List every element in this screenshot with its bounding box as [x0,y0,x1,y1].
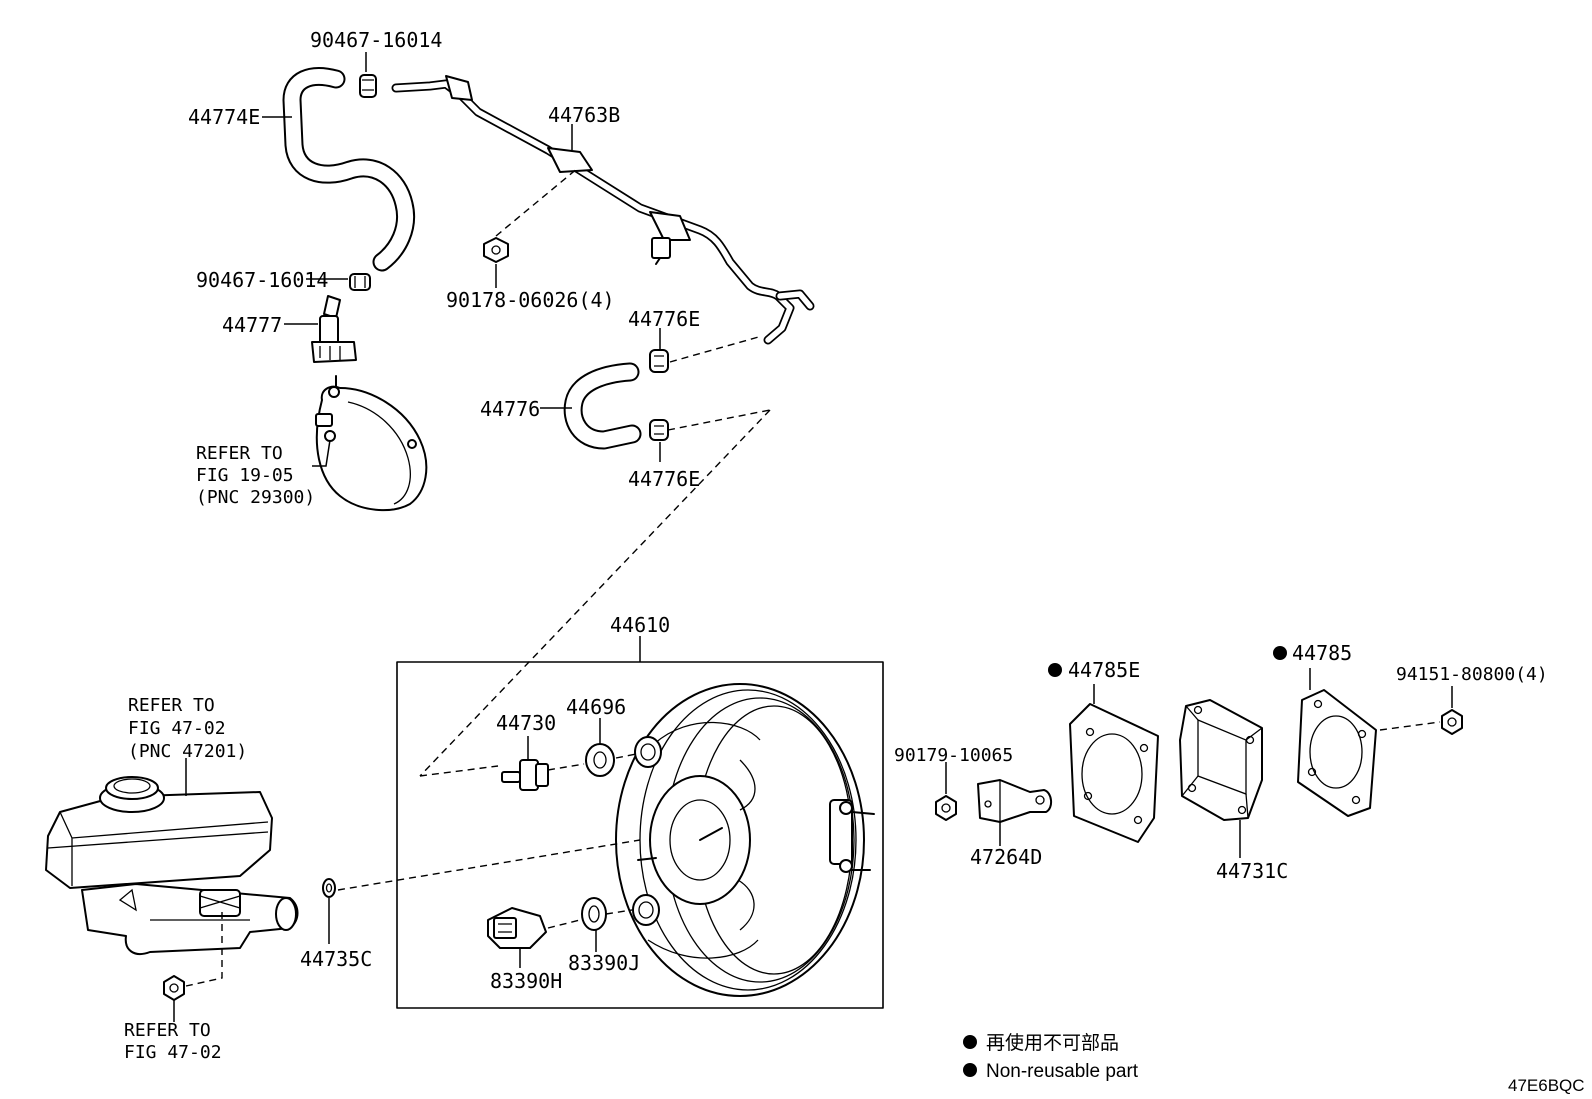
label-44730[interactable]: 44730 [496,711,556,735]
label-44776e-bottom[interactable]: 44776E [628,467,700,491]
label-90467-16014-mid[interactable]: 90467-16014 [196,268,328,292]
connection-lines-master [185,912,223,987]
label-83390h[interactable]: 83390H [490,969,562,993]
label-44777[interactable]: 44777 [222,313,282,337]
legend: 再使用不可部品 Non-reusable part [963,1032,1139,1082]
master-cylinder-reservoir-icon [45,776,273,889]
svg-text:REFER TO: REFER TO [196,443,283,464]
vacuum-hose-44776[interactable] [563,362,642,450]
label-44776[interactable]: 44776 [480,397,540,421]
legend-bullet-icon [963,1063,977,1077]
label-47264d[interactable]: 47264D [970,845,1042,869]
connection-lines-top [419,167,771,777]
svg-text:(PNC 29300): (PNC 29300) [196,487,315,508]
check-valve-44777-icon[interactable] [311,295,357,363]
label-83390j[interactable]: 83390J [568,951,640,975]
grommet-44696-icon[interactable] [585,743,615,777]
hex-nut-90178-icon[interactable] [483,237,509,263]
hex-nut-94151-icon[interactable] [1379,686,1463,735]
label-90179-10065[interactable]: 90179-10065 [894,745,1013,766]
label-44785[interactable]: 44785 [1292,641,1352,665]
label-44610[interactable]: 44610 [610,613,670,637]
reference-note-vacuum-pump[interactable]: REFER TO FIG 19-05 (PNC 29300) [196,443,315,508]
hose-clamp-top-icon[interactable] [359,74,377,98]
reference-note-master-cylinder[interactable]: REFER TO FIG 47-02 (PNC 47201) [128,695,247,762]
label-44735c[interactable]: 44735C [300,947,372,971]
part-number-labels: 90467-16014 44774E 44763B 90467-16014 90… [188,28,1548,993]
svg-text:FIG 47-02: FIG 47-02 [128,718,226,739]
label-44763b[interactable]: 44763B [548,103,620,127]
non-reusable-marker-icon [1048,646,1287,677]
label-44731c[interactable]: 44731C [1216,859,1288,883]
label-90467-16014-top[interactable]: 90467-16014 [310,28,442,52]
label-44696[interactable]: 44696 [566,695,626,719]
vacuum-hose-44774e[interactable] [282,67,415,272]
svg-text:FIG 19-05: FIG 19-05 [196,465,294,486]
gasket-44785e-icon[interactable] [1069,684,1159,843]
hose-clamp-44776e-bottom-icon[interactable] [649,419,669,441]
master-cylinder-body-icon [81,883,299,955]
connection-lines-booster [337,753,641,929]
legend-bullet-icon [963,1035,977,1049]
seal-ring-44735c-icon[interactable] [322,878,336,944]
spacer-44731c-icon[interactable] [1179,699,1263,858]
label-90178-06026[interactable]: 90178-06026(4) [446,288,615,312]
svg-text:FIG 47-02: FIG 47-02 [124,1042,222,1063]
label-94151-80800[interactable]: 94151-80800(4) [1396,664,1548,685]
leader-lines-booster [519,718,601,968]
reference-note-nut[interactable]: REFER TO FIG 47-02 [124,1020,222,1063]
diagram-code: 47E6BQC [1508,1076,1585,1095]
vacuum-sensor-83390h-icon[interactable] [487,907,547,949]
legend-english: Non-reusable part [986,1061,1139,1082]
gasket-44785-icon[interactable] [1297,668,1377,817]
label-44785e[interactable]: 44785E [1068,658,1140,682]
hex-nut-90179-icon[interactable] [935,762,957,821]
booster-assembly-frame [396,636,884,1009]
vacuum-fitting-44730-icon[interactable] [501,759,549,791]
legend-japanese: 再使用不可部品 [986,1032,1119,1054]
bracket-47264d-icon[interactable] [977,779,1052,846]
hose-clamp-44776e-top-icon[interactable] [649,349,669,373]
pipe-clip-icon [445,75,691,265]
label-44774e[interactable]: 44774E [188,105,260,129]
svg-text:(PNC 47201): (PNC 47201) [128,741,247,762]
leader-lines-master [173,758,187,1022]
grommet-83390j-icon[interactable] [581,897,607,931]
hose-clamp-mid-icon[interactable] [349,273,371,291]
vacuum-pump-icon [315,375,428,512]
leader-lines-top [262,52,661,467]
label-44776e-top[interactable]: 44776E [628,307,700,331]
svg-text:REFER TO: REFER TO [128,695,215,716]
hex-nut-bottom-left-icon[interactable] [163,975,185,1001]
svg-text:REFER TO: REFER TO [124,1020,211,1041]
brake-booster-44610-icon[interactable] [615,683,875,997]
